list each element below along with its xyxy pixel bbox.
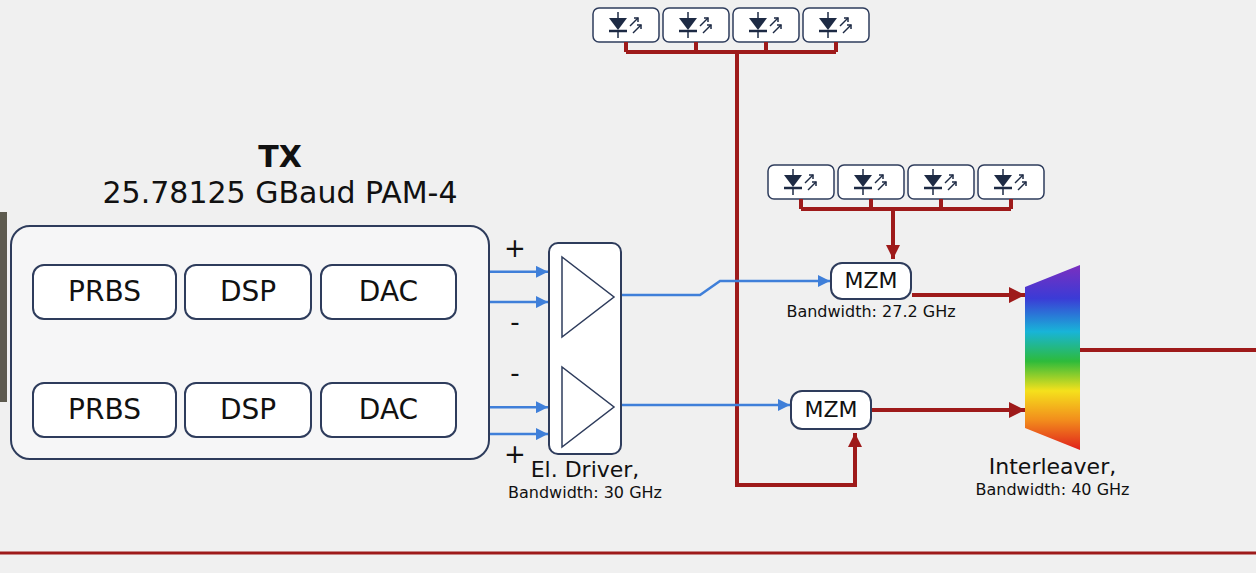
box-label: PRBS [68, 275, 141, 309]
caption-group: TX25.78125 GBaud PAM-4 [103, 139, 458, 211]
interleaver-shape: Interleaver,Bandwidth: 40 GHz [1025, 265, 1080, 450]
heading: TX [258, 139, 302, 175]
box-label: DSP [220, 275, 276, 309]
signal-arrow [872, 408, 1025, 412]
laser-feed [891, 209, 895, 259]
signal-arrow [622, 404, 790, 407]
box-label: DAC [359, 393, 418, 427]
laser-icon [978, 165, 1044, 199]
box-label: PRBS [68, 393, 141, 427]
caption: Bandwidth: 27.2 GHz [786, 302, 955, 321]
caption-group: El. Driver,Bandwidth: 30 GHz [508, 457, 662, 503]
process-box: PRBS [32, 382, 177, 438]
polarity-sign: + [504, 234, 526, 263]
modulator-box: MZMBandwidth: 27.2 GHz [830, 262, 912, 300]
polarity-sign: + [504, 440, 526, 469]
laser-icon [733, 8, 799, 42]
box-label: DAC [359, 275, 418, 309]
transmitter-group: PRBSDSPDACPRBSDSPDACTX25.78125 GBaud PAM… [10, 225, 490, 460]
output-fiber [1080, 348, 1256, 352]
amplifier-triangle [562, 367, 614, 447]
slide-rule [0, 552, 1256, 555]
laser-bus [626, 42, 836, 52]
amplifier-symbols [550, 244, 620, 453]
caption: Interleaver, [989, 454, 1116, 480]
laser-icon [593, 8, 659, 42]
process-box: DAC [320, 264, 457, 320]
laser-icon [908, 165, 974, 199]
caption-group: Interleaver,Bandwidth: 40 GHz [976, 454, 1130, 500]
process-box: DSP [184, 264, 312, 320]
process-box: DSP [184, 382, 312, 438]
modulator-box: MZM [790, 390, 872, 430]
process-box: DAC [320, 382, 457, 438]
caption-group: Bandwidth: 27.2 GHz [786, 302, 955, 321]
box-label: MZM [804, 397, 857, 423]
interleaver-fill [1025, 265, 1080, 450]
heading: 25.78125 GBaud PAM-4 [103, 175, 458, 211]
driver-box: El. Driver,Bandwidth: 30 GHz [548, 242, 622, 455]
amplifier-triangle [562, 257, 614, 337]
caption: El. Driver, [531, 457, 640, 483]
signal-arrow [912, 293, 1025, 297]
caption: Bandwidth: 30 GHz [508, 483, 662, 502]
photo-strip [0, 212, 7, 402]
interleaver-trapezoid [1025, 265, 1080, 450]
process-box: PRBS [32, 264, 177, 320]
signal-arrow [622, 281, 830, 295]
caption: Bandwidth: 40 GHz [976, 480, 1130, 499]
polarity-sign: - [510, 359, 519, 388]
laser-bus [801, 199, 1011, 209]
box-label: MZM [844, 268, 897, 294]
laser-icon [663, 8, 729, 42]
laser-icon [803, 8, 869, 42]
laser-icon [838, 165, 904, 199]
box-label: DSP [220, 393, 276, 427]
polarity-sign: - [510, 308, 519, 337]
laser-icon [768, 165, 834, 199]
